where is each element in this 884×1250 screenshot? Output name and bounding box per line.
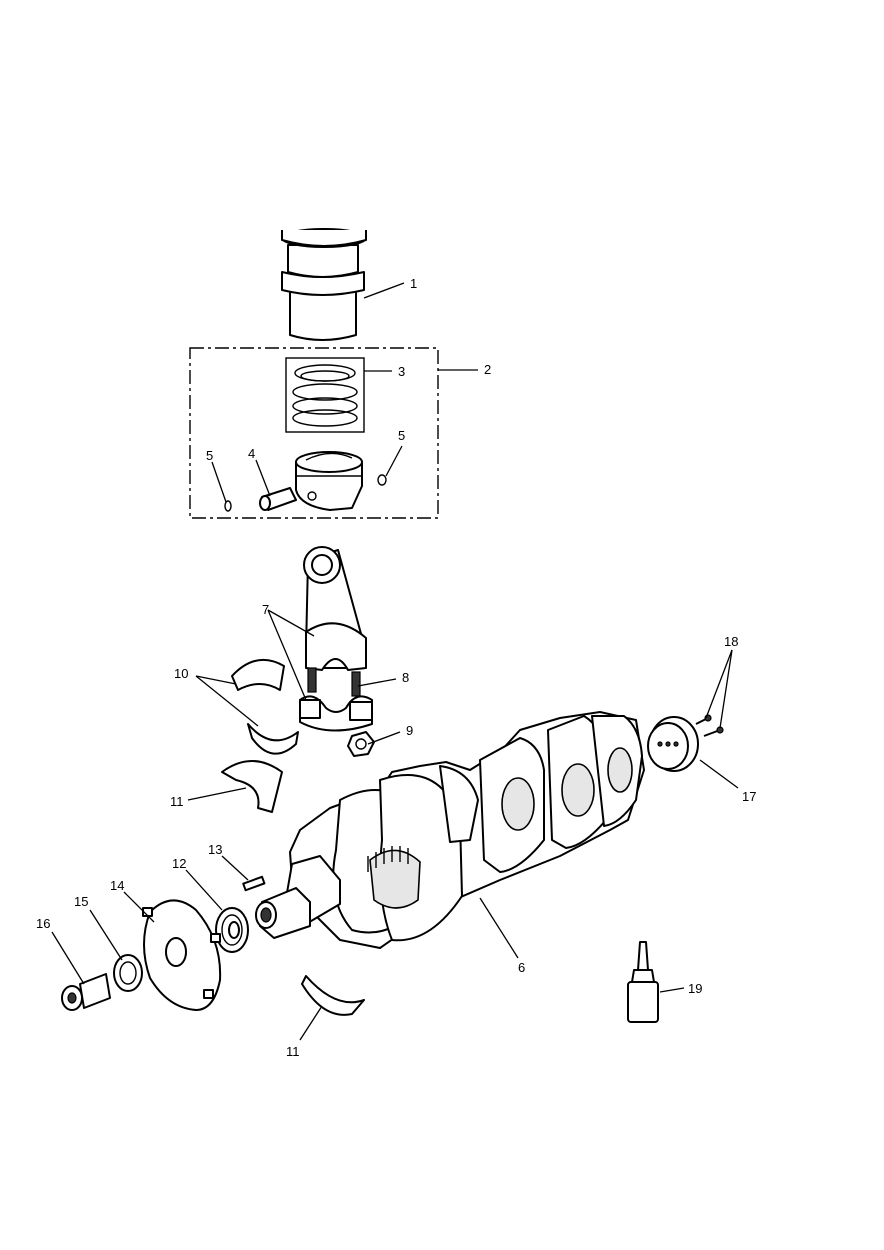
callout-16: 16 [36, 916, 50, 931]
connecting-rod [303, 546, 367, 671]
piston [295, 451, 363, 511]
circlip-right [377, 474, 387, 486]
callout-19: 19 [688, 981, 702, 996]
crank-sprocket [215, 907, 249, 953]
callout-7: 7 [262, 602, 269, 617]
callout-1: 1 [410, 276, 417, 291]
callout-10: 10 [174, 666, 188, 681]
callout-6: 6 [518, 960, 525, 975]
cylinder-liner [281, 228, 367, 341]
timing-disc [142, 899, 222, 1011]
callout-11-lower: 11 [286, 1044, 300, 1059]
woodruff-key [242, 875, 266, 892]
end-plug [647, 716, 699, 772]
leader-lines [51, 282, 739, 1041]
connecting-rod-cap [299, 695, 373, 732]
main-bearing-shell-upper [221, 760, 283, 813]
callout-17: 17 [742, 789, 756, 804]
big-end-shell-lower [247, 723, 299, 755]
end-plug-bolts [695, 714, 724, 737]
piston-rings [285, 357, 365, 433]
callout-9: 9 [406, 723, 413, 738]
washer [113, 954, 143, 992]
callout-4: 4 [248, 446, 255, 461]
callout-8: 8 [402, 670, 409, 685]
callout-14: 14 [110, 878, 124, 893]
callout-5-right: 5 [398, 428, 405, 443]
callout-11-upper: 11 [170, 794, 184, 809]
rod-nut [347, 731, 375, 757]
callout-2: 2 [484, 362, 491, 377]
crankshaft [255, 711, 645, 949]
main-bearing-shell-lower [301, 975, 365, 1016]
crank-bolt [61, 973, 111, 1011]
circlip-left [224, 500, 232, 512]
rod-bolts [307, 667, 361, 697]
callout-13: 13 [208, 842, 222, 857]
callout-3: 3 [398, 364, 405, 379]
piston-kit-boundary [189, 347, 439, 519]
gudgeon-pin [259, 487, 297, 511]
callout-18: 18 [724, 634, 738, 649]
sealant-bottle [627, 941, 659, 1023]
big-end-shell-upper [231, 658, 285, 691]
crankshaft-gear-teeth [367, 846, 409, 872]
callout-12: 12 [172, 856, 186, 871]
callout-5-left: 5 [206, 448, 213, 463]
callout-15: 15 [74, 894, 88, 909]
